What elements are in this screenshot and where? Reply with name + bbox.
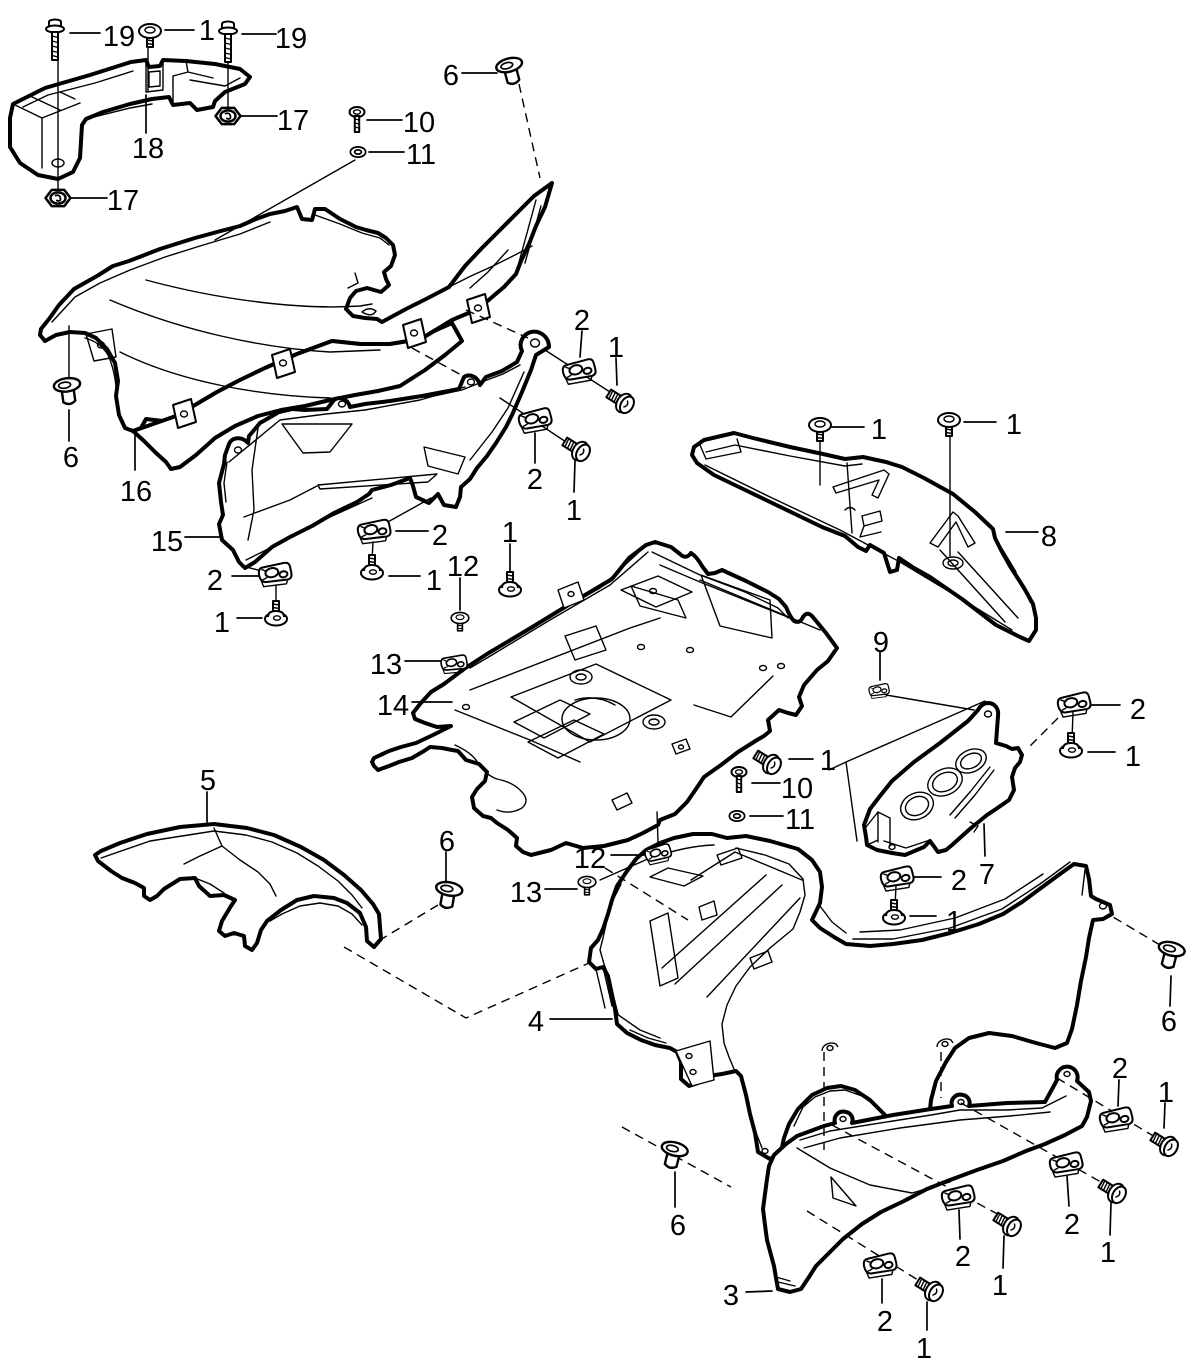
svg-text:1: 1 (1100, 1237, 1116, 1269)
svg-text:2: 2 (877, 1306, 893, 1338)
svg-text:1: 1 (820, 745, 836, 777)
svg-text:1: 1 (1006, 409, 1022, 441)
svg-text:4: 4 (528, 1006, 544, 1038)
svg-text:1: 1 (608, 332, 624, 364)
svg-text:18: 18 (132, 133, 164, 165)
svg-text:16: 16 (120, 476, 152, 508)
svg-text:7: 7 (979, 859, 995, 891)
svg-text:11: 11 (406, 139, 436, 171)
svg-text:6: 6 (63, 442, 79, 474)
svg-text:2: 2 (207, 565, 223, 597)
svg-text:1: 1 (1158, 1077, 1174, 1109)
svg-text:1: 1 (199, 15, 215, 47)
svg-text:13: 13 (370, 649, 402, 681)
svg-text:6: 6 (1161, 1006, 1177, 1038)
svg-text:12: 12 (574, 843, 606, 875)
svg-text:11: 11 (785, 804, 815, 836)
svg-text:19: 19 (103, 21, 135, 53)
svg-text:1: 1 (1125, 741, 1141, 773)
svg-text:8: 8 (1041, 521, 1057, 553)
svg-text:12: 12 (447, 551, 479, 583)
svg-text:1: 1 (214, 607, 230, 639)
svg-text:2: 2 (432, 520, 448, 552)
svg-text:6: 6 (670, 1210, 686, 1242)
svg-text:9: 9 (873, 627, 889, 659)
svg-text:10: 10 (781, 773, 813, 805)
svg-text:1: 1 (566, 495, 582, 527)
svg-text:1: 1 (946, 906, 962, 938)
svg-text:10: 10 (403, 107, 435, 139)
svg-text:14: 14 (377, 690, 409, 722)
svg-text:2: 2 (951, 865, 967, 897)
svg-text:5: 5 (200, 765, 216, 797)
svg-text:6: 6 (439, 826, 455, 858)
svg-text:2: 2 (955, 1241, 971, 1273)
svg-text:19: 19 (275, 23, 307, 55)
svg-text:1: 1 (992, 1270, 1008, 1302)
svg-text:2: 2 (1130, 694, 1146, 726)
svg-text:2: 2 (527, 464, 543, 496)
svg-text:13: 13 (510, 877, 542, 909)
svg-text:1: 1 (871, 414, 887, 446)
svg-text:1: 1 (502, 517, 518, 549)
svg-text:6: 6 (443, 60, 459, 92)
svg-text:17: 17 (277, 105, 309, 137)
svg-text:2: 2 (1064, 1209, 1080, 1241)
svg-text:15: 15 (151, 526, 183, 558)
svg-text:2: 2 (1112, 1053, 1128, 1085)
svg-text:1: 1 (426, 565, 442, 597)
svg-text:3: 3 (723, 1280, 739, 1312)
svg-text:1: 1 (916, 1333, 932, 1365)
svg-text:17: 17 (107, 185, 139, 217)
svg-text:2: 2 (574, 305, 590, 337)
